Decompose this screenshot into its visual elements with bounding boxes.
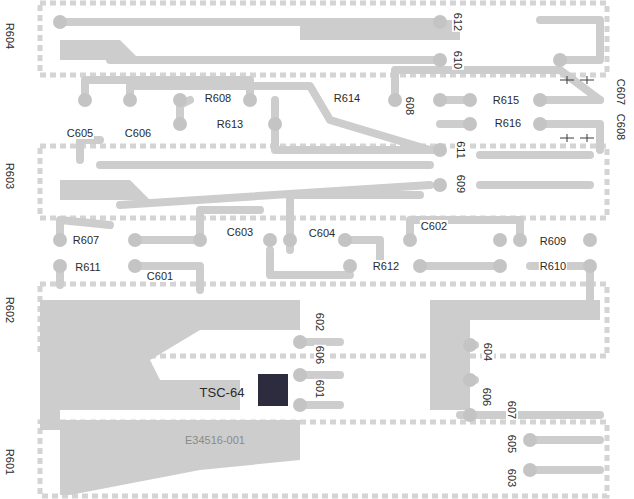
part-label: C608 (615, 113, 627, 141)
part-label: C607 (615, 78, 627, 106)
part-label: TSC-64 (199, 387, 246, 399)
part-label: C606 (124, 127, 152, 139)
part-label: R609 (539, 235, 567, 247)
part-label: R610 (539, 260, 567, 272)
part-label: 606 (314, 345, 326, 365)
part-label: 612 (452, 12, 464, 32)
part-label: R601 (4, 448, 16, 476)
part-label: C605 (66, 127, 94, 139)
part-label: 601 (314, 379, 326, 399)
part-label: R616 (494, 117, 522, 129)
part-label: 605 (506, 434, 518, 454)
part-label: R613 (216, 118, 244, 130)
part-label: C601 (146, 270, 174, 282)
part-label: R611 (74, 261, 101, 273)
part-label: E34516-001 (184, 434, 246, 446)
part-label: 604 (482, 342, 494, 362)
part-label: 606 (481, 387, 493, 407)
part-label: R615 (492, 94, 520, 106)
part-label: 608 (404, 96, 416, 116)
part-label: R608 (204, 92, 232, 104)
part-label: C604 (308, 227, 336, 239)
part-label: 611 (455, 140, 467, 160)
part-label: R603 (4, 162, 16, 190)
part-label: C602 (420, 220, 448, 232)
part-label: 602 (314, 312, 326, 332)
part-label: C603 (226, 226, 254, 238)
part-label: 607 (506, 400, 518, 420)
part-label: 603 (506, 468, 518, 488)
part-label: R604 (4, 22, 16, 50)
part-label: 610 (452, 50, 464, 70)
part-label: 609 (455, 174, 467, 194)
part-label: R607 (72, 234, 100, 246)
part-label: R614 (333, 92, 361, 104)
part-label: R602 (4, 296, 16, 324)
part-label: R612 (372, 260, 400, 272)
